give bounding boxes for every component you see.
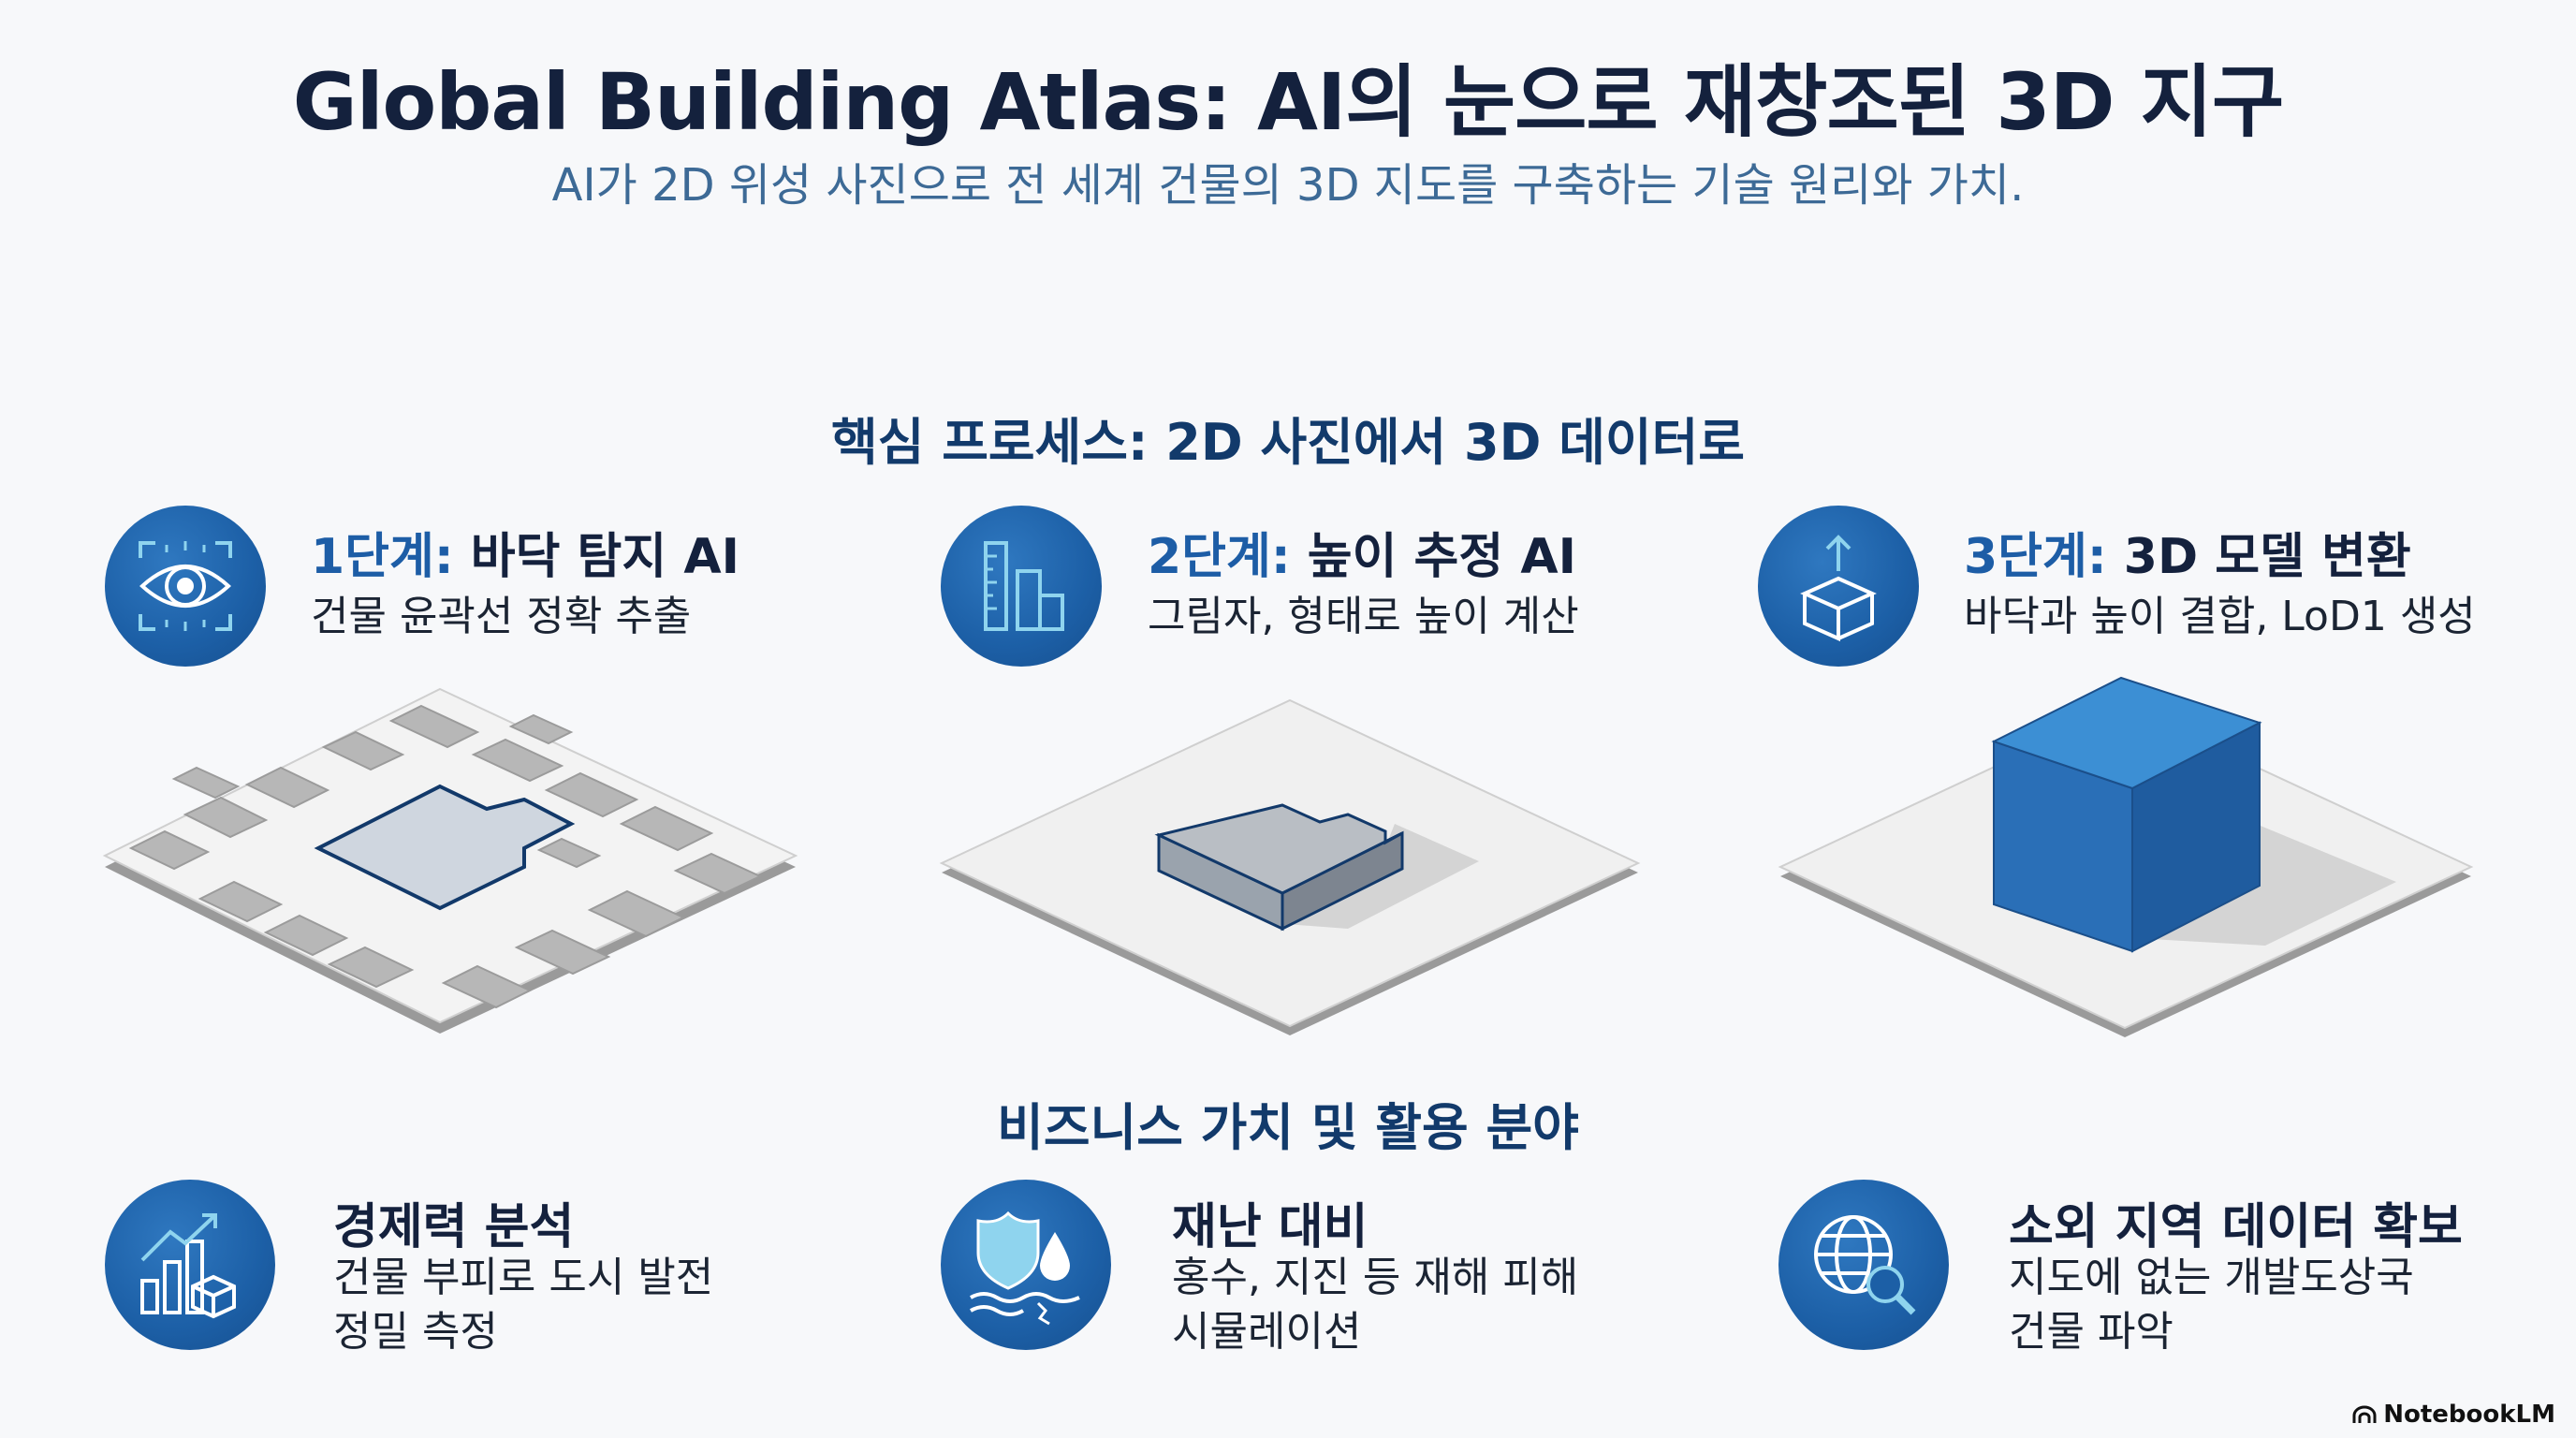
stage-3-desc: 바닥과 높이 결합, LoD1 생성 <box>1964 593 2476 640</box>
business-3-desc-line-2: 건물 파악 <box>2009 1308 2174 1356</box>
stage-3-icon-circle <box>1758 506 1919 667</box>
stage-1-icon-circle <box>105 506 266 667</box>
business-2-desc: 홍수, 지진 등 재해 피해 시뮬레이션 <box>1172 1251 1659 1359</box>
business-1-desc: 건물 부피로 도시 발전 정밀 측정 <box>333 1251 820 1359</box>
business-3-desc-line-1: 지도에 없는 개발도상국 <box>2009 1254 2414 1301</box>
brand-label: NotebookLM <box>2383 1401 2555 1429</box>
process-illustrations <box>102 676 2474 1037</box>
process-section-title: 핵심 프로세스: 2D 사진에서 3D 데이터로 <box>831 413 1745 472</box>
stage-1-name: 바닥 탐지 AI <box>453 529 739 585</box>
stage-1-title: 1단계: 바닥 탐지 AI <box>311 517 739 587</box>
business-1-icon-circle <box>105 1180 275 1350</box>
stage-2-name: 높이 추정 AI <box>1290 529 1576 585</box>
business-3-title: 소외 지역 데이터 확보 <box>2009 1199 2463 1255</box>
business-2-desc-line-2: 시뮬레이션 <box>1172 1308 1362 1356</box>
page-subtitle: AI가 2D 위성 사진으로 전 세계 건물의 3D 지도를 구축하는 기술 원… <box>551 159 2025 212</box>
notebooklm-brand: NotebookLM <box>2351 1401 2555 1429</box>
stage-1-number: 1단계: <box>311 529 454 585</box>
footprint-map-illustration <box>102 687 798 1034</box>
stage-1-desc: 건물 윤곽선 정확 추출 <box>311 593 692 640</box>
notebooklm-logo-icon <box>2352 1405 2377 1423</box>
height-estimation-illustration <box>939 698 1641 1035</box>
globe-search-icon <box>1814 1215 1916 1315</box>
stage-3-name: 3D 모델 변환 <box>2106 529 2411 585</box>
business-3-desc: 지도에 없는 개발도상국 건물 파악 <box>2009 1251 2496 1359</box>
growth-chart-icon <box>140 1213 236 1319</box>
eye-scan-icon <box>139 541 232 631</box>
business-2-icon-circle <box>941 1180 1111 1350</box>
business-1-title: 경제력 분석 <box>333 1199 575 1255</box>
shield-water-icon <box>970 1211 1080 1326</box>
business-1-desc-line-2: 정밀 측정 <box>333 1308 498 1356</box>
stage-2-number: 2단계: <box>1148 529 1291 585</box>
cube-extrude-icon <box>1800 535 1877 642</box>
business-3-icon-circle <box>1778 1180 1949 1350</box>
stage-2-title: 2단계: 높이 추정 AI <box>1148 517 1576 587</box>
stage-3-number: 3단계: <box>1964 529 2107 585</box>
business-section-title: 비즈니스 가치 및 활용 분야 <box>997 1098 1579 1157</box>
business-2-title: 재난 대비 <box>1172 1199 1368 1255</box>
page-title: Global Building Atlas: AI의 눈으로 재창조된 3D 지… <box>292 56 2285 148</box>
stage-2-desc: 그림자, 형태로 높이 계산 <box>1148 593 1579 640</box>
lod1-model-illustration <box>1778 676 2474 1037</box>
business-1-desc-line-1: 건물 부피로 도시 발전 <box>333 1254 714 1301</box>
ruler-bars-icon <box>984 541 1064 631</box>
stage-2-icon-circle <box>941 506 1102 667</box>
stage-3-title: 3단계: 3D 모델 변환 <box>1964 517 2411 587</box>
business-2-desc-line-1: 홍수, 지진 등 재해 피해 <box>1172 1254 1579 1301</box>
